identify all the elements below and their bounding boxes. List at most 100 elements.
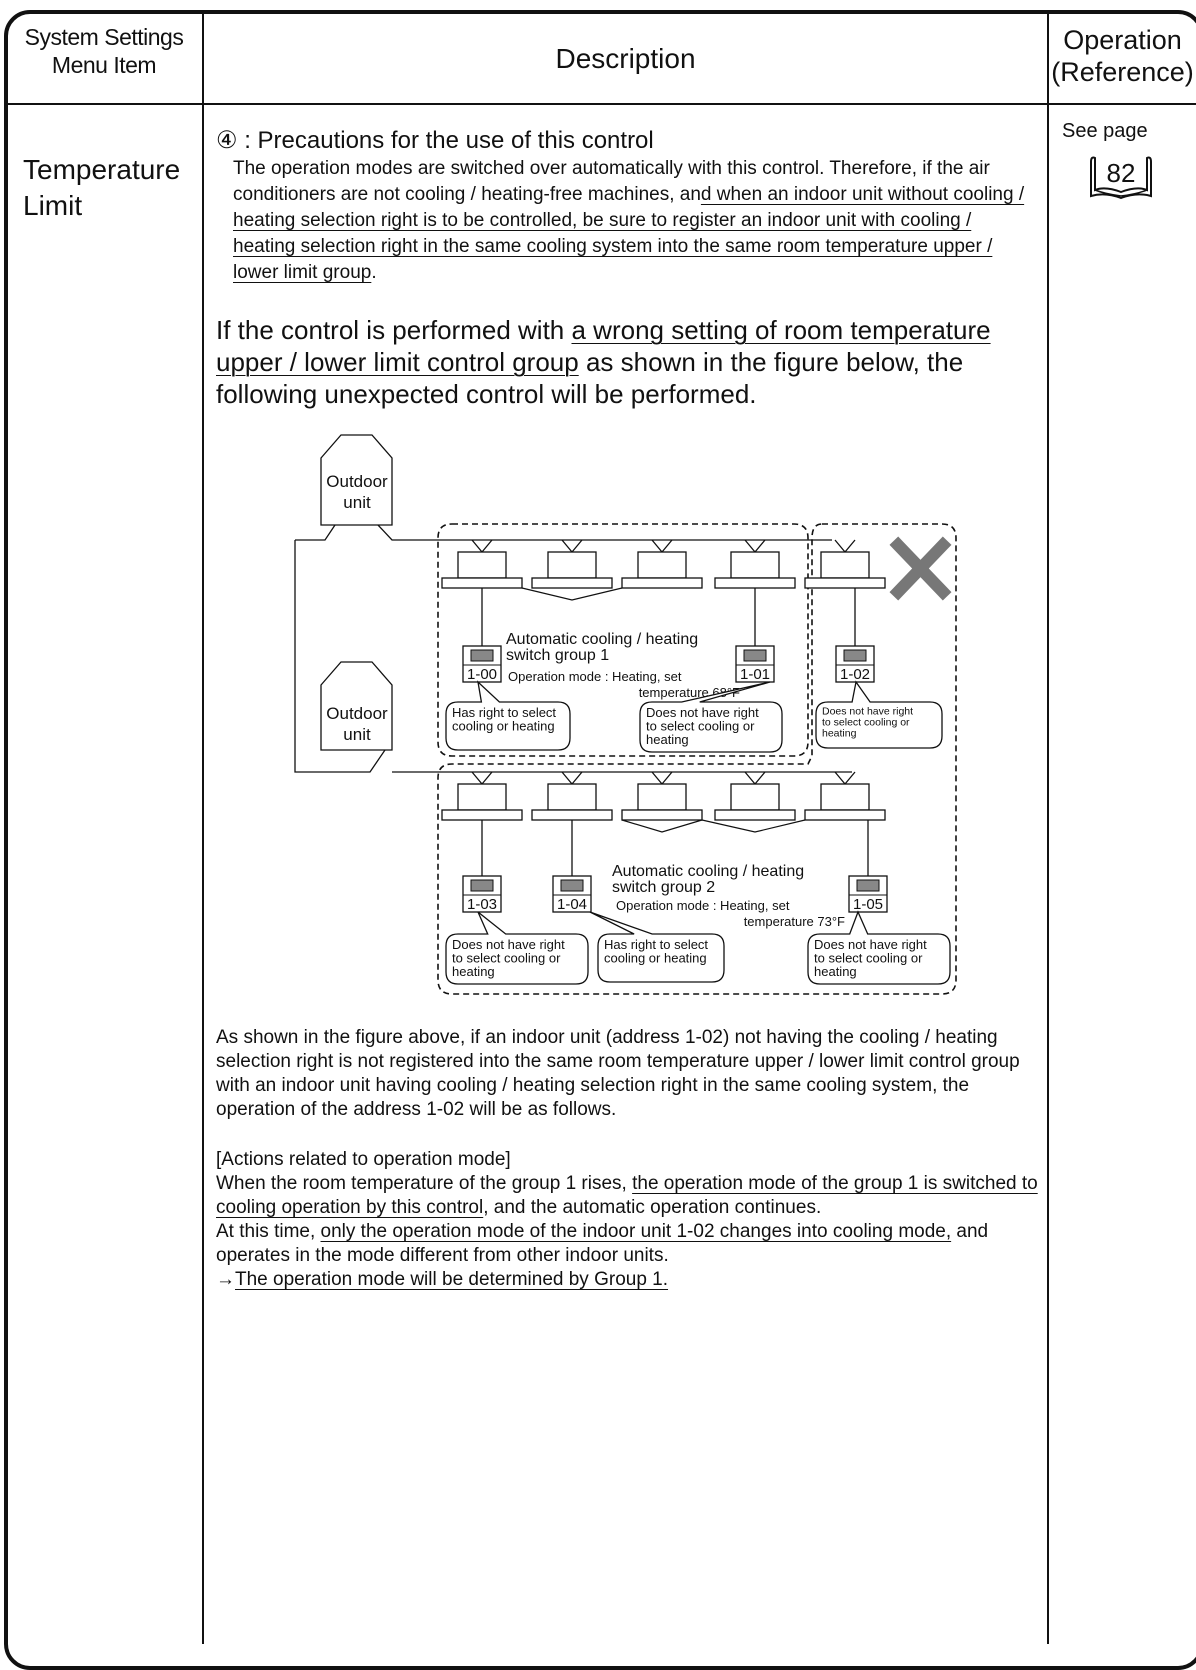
actions-block: [Actions related to operation mode] When… xyxy=(216,1148,1046,1292)
callout-text-c102-2: to select cooling or xyxy=(822,717,910,729)
pipe-system1 xyxy=(377,524,832,541)
remote-address-1-02: 1-02 xyxy=(840,666,870,683)
indoor-unit-g1-1-body xyxy=(457,551,507,579)
actions-line1-pre: When the room temperature of the group 1… xyxy=(216,1173,633,1194)
outdoor-unit-2-label-line1: Outdoor xyxy=(326,704,388,723)
group2-mode-line1: Operation mode : Heating, set xyxy=(616,898,790,913)
pipe-g2-mid xyxy=(621,819,703,833)
remote-screen-6 xyxy=(856,879,880,892)
group1-mode-line1: Operation mode : Heating, set xyxy=(508,669,682,684)
indoor-unit-g2-3-link xyxy=(651,771,673,786)
callout-text-c101-2: to select cooling or xyxy=(646,719,755,734)
indoor-unit-g1-3-link xyxy=(651,539,673,554)
indoor-unit-g1-2-panel xyxy=(531,577,613,589)
section-heading-text: : Precautions for the use of this contro… xyxy=(244,127,654,154)
actions-line1-underlined: the operation mode of the group 1 is swi… xyxy=(216,1173,1038,1218)
indoor-unit-g1-4-body xyxy=(730,551,780,579)
precaution-paragraph: The operation modes are switched over au… xyxy=(233,156,1033,286)
remote-screen-1 xyxy=(470,649,494,662)
outdoor-unit-2-shape xyxy=(320,661,393,751)
indoor-unit-g2-3-panel xyxy=(621,809,703,821)
callout-bubble-c101 xyxy=(639,681,783,753)
actions-line2: At this time, only the operation mode of… xyxy=(216,1220,1046,1268)
page-reference-book-icon[interactable]: 82 xyxy=(1085,152,1157,204)
group1-title-line2: switch group 1 xyxy=(506,647,609,664)
indoor-unit-g2-5-panel xyxy=(804,809,886,821)
section-heading: ④ : Precautions for the use of this cont… xyxy=(216,126,654,155)
indoor-unit-g2-1-link xyxy=(471,771,493,786)
indoor-unit-g1-5-link xyxy=(834,539,856,554)
arrow-icon: → xyxy=(216,1269,235,1290)
callout-text-c105-3: heating xyxy=(814,964,857,979)
actions-line2-pre: At this time, xyxy=(216,1221,321,1242)
para1-plain: The operation modes are switched over au… xyxy=(233,158,990,205)
callout-bubble-c105 xyxy=(807,910,951,985)
header-menu-item-line2: Menu Item xyxy=(51,51,157,78)
actions-heading: [Actions related to operation mode] xyxy=(216,1149,511,1170)
indoor-unit-g1-2-body xyxy=(547,551,597,579)
group2-boundary xyxy=(437,523,957,995)
para1-underlined: d when an indoor unit without cooling / … xyxy=(233,184,1025,283)
indoor-unit-g1-1-panel xyxy=(441,577,523,589)
actions-line1-post: , and the automatic operation continues. xyxy=(483,1197,822,1218)
header-description: Description xyxy=(555,43,696,74)
callout-text-c103-3: heating xyxy=(452,964,495,979)
reference-page-number: 82 xyxy=(1106,158,1136,188)
indoor-unit-g2-5-body xyxy=(820,783,870,811)
callout-bubble-c103 xyxy=(445,911,589,985)
callout-text-c102-1: Does not have right xyxy=(822,706,913,718)
remote-screen-5 xyxy=(560,879,584,892)
indoor-unit-g2-1-body xyxy=(457,783,507,811)
indoor-unit-g1-3-body xyxy=(637,551,687,579)
indoor-unit-g2-4-panel xyxy=(714,809,796,821)
indoor-unit-g1-2-link xyxy=(561,539,583,554)
callout-bubble-c104 xyxy=(589,911,725,983)
header-operation-line1: Operation xyxy=(1063,25,1182,55)
remote-screen-4 xyxy=(470,879,494,892)
pipe-g1-mid xyxy=(521,587,623,601)
warning-paragraph: If the control is performed with a wrong… xyxy=(216,314,1036,410)
indoor-unit-g1-5-body xyxy=(820,551,870,579)
callout-bubble-c102 xyxy=(815,680,943,749)
actions-line3-underlined: The operation mode will be determined by… xyxy=(235,1269,669,1290)
actions-line2-post: and operates in the mode different from … xyxy=(216,1221,989,1266)
indoor-unit-g1-3-panel xyxy=(621,577,703,589)
warning-underlined: a wrong setting of room temperature uppe… xyxy=(216,315,991,377)
callout-text-c103-1: Does not have right xyxy=(452,937,565,952)
callout-text-c105-2: to select cooling or xyxy=(814,951,923,966)
indoor-unit-g2-5-link xyxy=(834,771,856,786)
callout-text-c100-2: cooling or heating xyxy=(452,719,555,734)
callout-text-c101-1: Does not have right xyxy=(646,705,759,720)
pipe-left-top xyxy=(295,524,336,541)
remote-address-1-03: 1-03 xyxy=(467,896,497,913)
header-menu-item-line1: System Settings xyxy=(24,24,184,50)
outdoor-unit-2-label-line2: unit xyxy=(343,725,371,744)
indoor-unit-g1-4-link xyxy=(744,539,766,554)
book-icon xyxy=(1090,156,1152,200)
see-page-label: See page xyxy=(1062,120,1148,142)
indoor-unit-g2-4-body xyxy=(730,783,780,811)
callout-bubble-c100 xyxy=(445,680,571,751)
warning-post: as shown in the figure below, the follow… xyxy=(216,347,964,409)
not-allowed-x-icon xyxy=(889,536,952,601)
callout-text-c101-3: heating xyxy=(646,732,689,747)
group2-title-line2: switch group 2 xyxy=(612,879,715,896)
header-operation: Operation (Reference) xyxy=(1049,24,1196,89)
remote-address-1-04: 1-04 xyxy=(557,896,587,913)
group2-title-line1: Automatic cooling / heating xyxy=(612,863,804,880)
header-operation-line2: (Reference) xyxy=(1051,57,1194,88)
callout-text-c104-2: cooling or heating xyxy=(604,951,707,966)
outdoor-unit-1-label-line1: Outdoor xyxy=(326,472,388,491)
indoor-unit-g2-3-body xyxy=(637,783,687,811)
remote-address-1-00: 1-00 xyxy=(467,666,497,683)
menu-item-line1: Temperature xyxy=(23,154,181,185)
pipe-left xyxy=(294,540,386,773)
para1-end: . xyxy=(371,262,377,283)
outdoor-unit-1-label-line2: unit xyxy=(343,493,371,512)
indoor-unit-g2-2-panel xyxy=(531,809,613,821)
callout-text-c100-1: Has right to select xyxy=(452,705,556,720)
indoor-unit-g2-1-panel xyxy=(441,809,523,821)
header-menu-item: System Settings Menu Item xyxy=(6,24,202,79)
remote-address-1-05: 1-05 xyxy=(853,896,883,913)
indoor-unit-g1-1-link xyxy=(471,539,493,554)
